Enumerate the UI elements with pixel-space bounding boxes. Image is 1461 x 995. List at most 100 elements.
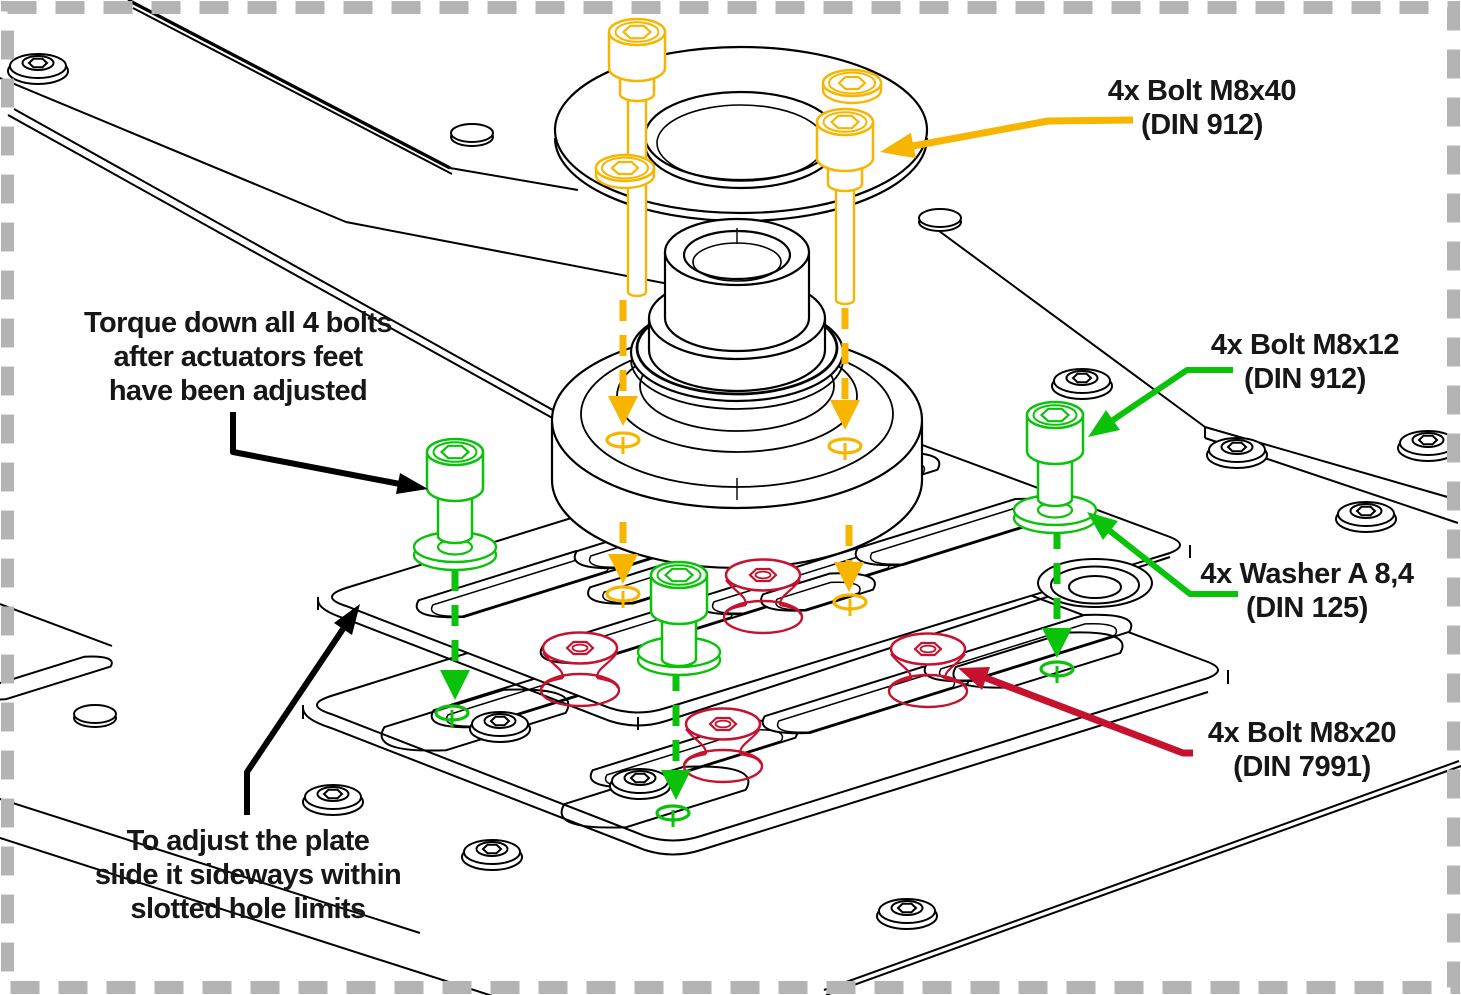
bolt-m8x12-head — [649, 560, 709, 668]
pipe-collar-depth — [630, 359, 844, 410]
bolt-shank — [1036, 451, 1074, 508]
label-bolt-m8x12: 4x Bolt M8x12 (DIN 912) — [1211, 328, 1400, 396]
hex-socket-icon — [837, 75, 867, 91]
label-line: (DIN 125) — [1245, 592, 1369, 624]
base-edge — [823, 760, 1460, 991]
hex-socket-icon — [708, 716, 738, 732]
bolt-axis-arrowhead — [830, 400, 860, 430]
bolt-axis-arrowhead — [661, 770, 691, 800]
leader-m8x20 — [984, 674, 1193, 757]
bolt-m8x40-head — [607, 17, 667, 103]
label-line: (DIN 7991) — [1233, 751, 1371, 783]
base-slot — [0, 655, 113, 701]
bolt-axis-arrowhead — [608, 396, 638, 426]
target-ellipse — [434, 704, 470, 722]
bolt-m8x40 — [815, 107, 875, 306]
label-line: 4x Bolt M8x40 — [1107, 75, 1297, 107]
csk-skirt — [722, 599, 804, 635]
hex-socket-icon — [1355, 505, 1377, 517]
hex-socket-icon — [1417, 434, 1439, 446]
screw-top — [623, 770, 657, 786]
base-hole-rim — [450, 123, 494, 143]
lower-plate-pocket — [380, 688, 570, 752]
screw-top — [316, 786, 350, 802]
bolt-shank — [660, 611, 698, 668]
button-screw — [609, 768, 671, 800]
csk-head — [541, 631, 619, 665]
button-screw — [1335, 501, 1397, 533]
leader-washer-arrowhead — [1087, 512, 1118, 540]
bolt-m8x12-with-washer — [636, 560, 722, 677]
base-hole-rim — [73, 704, 117, 724]
label-washer-a84: 4x Washer A 8,4 (DIN 125) — [1200, 557, 1414, 625]
hex-socket-icon — [610, 160, 640, 176]
hex-socket-icon — [663, 567, 695, 583]
csk-skirt — [682, 748, 764, 784]
csk-waist — [540, 652, 620, 689]
bolt-shaft — [626, 92, 648, 298]
arm-edge — [449, 167, 579, 191]
target-ellipse — [605, 585, 641, 603]
bolt-axis-arrowhead — [1042, 628, 1072, 658]
screw-top — [1411, 432, 1445, 448]
bolt-axis-arrowhead — [834, 562, 864, 592]
hex-socket-icon — [913, 641, 943, 657]
hex-socket-icon — [489, 715, 511, 727]
bolt-axis-arrowhead — [440, 670, 470, 700]
bolt-axis-annotations-yellow — [605, 300, 868, 616]
bolt-head-ring — [614, 21, 660, 43]
csk-socket — [919, 644, 937, 654]
screw-top — [21, 55, 55, 71]
screw-top — [483, 713, 517, 729]
csk-head — [889, 632, 967, 666]
label-line: slide it sideways within — [94, 859, 402, 891]
countersunk-bolts — [539, 558, 969, 784]
hex-socket-icon — [481, 843, 503, 855]
arm-edge — [127, 0, 451, 170]
label-line: 4x Bolt M8x20 — [1207, 717, 1397, 749]
bolt-m8x20 — [722, 558, 804, 635]
leader-washer — [1108, 528, 1238, 597]
lower-plate-thickness — [302, 691, 1209, 856]
screw-top — [1220, 439, 1254, 455]
screw-top — [1349, 503, 1383, 519]
hex-socket-icon — [1226, 441, 1248, 453]
label-note-torque: Torque down all 4 bolts after actuators … — [84, 306, 392, 408]
label-line: 4x Washer A 8,4 — [1200, 558, 1414, 590]
csk-waist — [888, 653, 968, 690]
leader-lines — [230, 116, 1238, 815]
label-bolt-m8x40: 4x Bolt M8x40 (DIN 912) — [1107, 74, 1297, 142]
bolt-m8x12-with-washer — [412, 437, 498, 572]
csk-socket — [754, 570, 772, 580]
bolt-m8x40-seated — [594, 153, 656, 190]
hex-socket-icon — [621, 24, 653, 40]
bolt-m8x20 — [887, 632, 969, 709]
note-adjust-arrow — [244, 627, 346, 815]
bolt-m8x40-head — [815, 107, 875, 193]
countersunk-hole — [1068, 575, 1122, 599]
base-edge — [0, 603, 113, 647]
base-edge — [0, 837, 493, 995]
bolt-m8x12-head — [425, 437, 485, 545]
button-screw — [1206, 437, 1268, 469]
hex-socket-icon — [322, 788, 344, 800]
target-ellipse — [605, 431, 641, 449]
bolt-m8x20 — [539, 631, 621, 708]
screw-top — [475, 841, 509, 857]
screw-top — [1065, 370, 1099, 386]
bolt-head-top — [594, 153, 656, 183]
base-step-edge — [934, 227, 1206, 428]
csk-head — [724, 558, 802, 592]
csk-skirt — [887, 673, 969, 709]
screw-top — [890, 900, 924, 916]
label-line: after actuators feet — [113, 341, 363, 373]
hex-socket-icon — [1039, 407, 1071, 423]
note-torque-arrowhead — [396, 473, 428, 494]
base-screws — [7, 53, 1459, 930]
label-line: have been adjusted — [108, 375, 368, 407]
leader-m8x20-arrowhead — [958, 667, 990, 690]
base-edge — [825, 765, 1461, 995]
note-adjust-arrowhead — [334, 604, 360, 635]
